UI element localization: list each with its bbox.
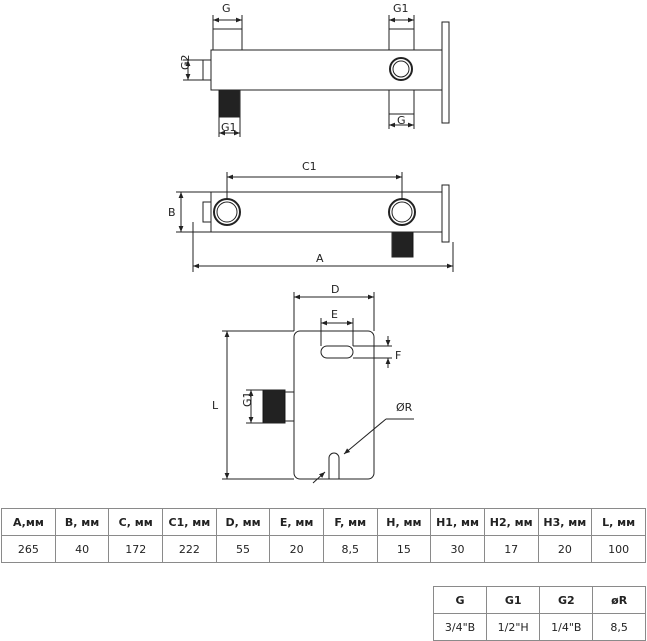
value-h2: 17 — [483, 535, 539, 563]
label-b: B — [168, 206, 176, 219]
technical-drawing: G G1 G2 G1 G C1 B A — [168, 2, 454, 484]
thread-value-row: 3/4"В 1/2"Н 1/4"В 8,5 — [432, 613, 646, 641]
value-b: 40 — [54, 535, 110, 563]
top-view-port — [389, 57, 413, 81]
dimensions-table: A,мм B, мм C, мм C1, мм D, мм E, мм F, м… — [1, 508, 646, 563]
top-view — [183, 15, 450, 137]
label-g1-side: G1 — [241, 391, 254, 407]
front-view — [176, 172, 454, 272]
value-d: 55 — [215, 535, 271, 563]
label-e: E — [331, 308, 338, 321]
value-a: 265 — [1, 535, 56, 563]
label-g1-bottom: G1 — [221, 121, 237, 134]
front-view-thread — [391, 231, 414, 258]
top-outlet-g1 — [388, 28, 415, 51]
side-view-plate — [293, 330, 375, 480]
front-view-body — [210, 191, 443, 233]
label-g-bottom: G — [397, 114, 406, 127]
bottom-outlet-g — [388, 89, 415, 115]
header-c: C, мм — [108, 508, 164, 536]
header-h1: H1, мм — [430, 508, 485, 536]
top-view-left-plug — [202, 59, 212, 81]
value-h: 15 — [376, 535, 432, 563]
header-b: B, мм — [54, 508, 110, 536]
header-l: L, мм — [591, 508, 646, 536]
label-r: ØR — [396, 401, 413, 414]
dimensions-value-row: 265 40 172 222 55 20 8,5 15 30 17 20 100 — [1, 535, 646, 563]
label-l: L — [212, 399, 219, 412]
header-g: G — [432, 586, 488, 614]
dimensions-header-row: A,мм B, мм C, мм C1, мм D, мм E, мм F, м… — [1, 508, 646, 536]
header-c1: C1, мм — [162, 508, 217, 536]
header-h2: H2, мм — [483, 508, 539, 536]
header-g2: G2 — [539, 586, 594, 614]
slot-e — [320, 345, 354, 359]
top-outlet-g — [212, 28, 243, 51]
label-f: F — [395, 349, 401, 362]
header-h: H, мм — [376, 508, 432, 536]
header-f: F, мм — [322, 508, 378, 536]
value-g1: 1/2"Н — [486, 613, 541, 641]
top-view-flange — [441, 21, 450, 124]
value-g: 3/4"В — [432, 613, 488, 641]
label-g-top: G — [222, 2, 231, 15]
value-r: 8,5 — [592, 613, 646, 641]
thread-header-row: G G1 G2 øR — [432, 586, 646, 614]
header-r: øR — [592, 586, 646, 614]
label-g1-top: G1 — [393, 2, 409, 15]
header-d: D, мм — [215, 508, 271, 536]
value-g2: 1/4"В — [539, 613, 594, 641]
value-l: 100 — [591, 535, 646, 563]
bottom-slot — [328, 452, 340, 479]
bottom-outlet-g1-thread — [218, 89, 241, 118]
thread-table: G G1 G2 øR 3/4"В 1/2"Н 1/4"В 8,5 — [432, 586, 646, 641]
side-view — [222, 292, 414, 484]
header-g1: G1 — [486, 586, 541, 614]
value-h1: 30 — [430, 535, 485, 563]
header-a: A,мм — [1, 508, 56, 536]
header-e: E, мм — [269, 508, 324, 536]
label-c1: C1 — [302, 160, 317, 173]
value-e: 20 — [269, 535, 324, 563]
label-g2: G2 — [179, 54, 192, 70]
front-view-flange — [441, 184, 450, 243]
value-c: 172 — [108, 535, 164, 563]
value-f: 8,5 — [322, 535, 378, 563]
side-view-thread — [262, 389, 286, 424]
value-c1: 222 — [162, 535, 217, 563]
front-view-left-plug — [202, 201, 212, 223]
label-a: A — [316, 252, 324, 265]
top-view-body — [210, 49, 443, 91]
header-h3: H3, мм — [537, 508, 593, 536]
value-h3: 20 — [537, 535, 593, 563]
label-d: D — [331, 283, 339, 296]
